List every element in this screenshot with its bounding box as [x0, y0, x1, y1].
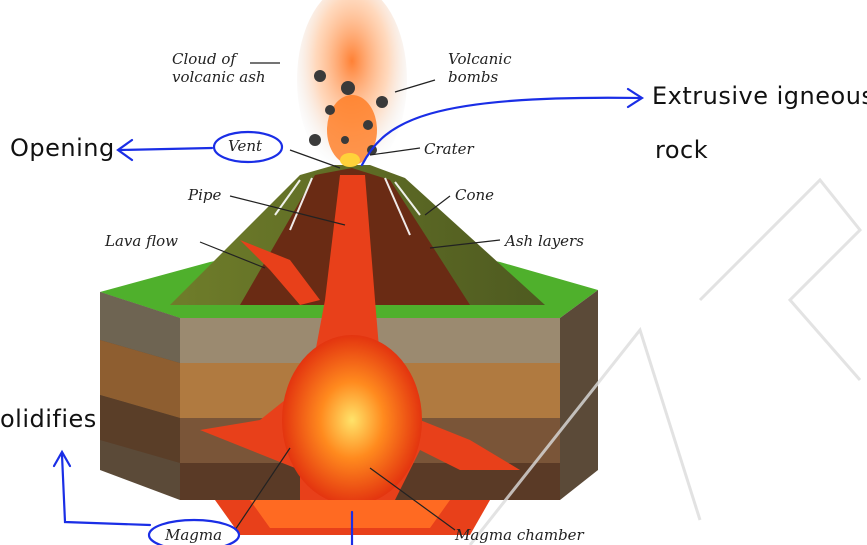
label-pipe: Pipe [188, 186, 221, 204]
label-cone: Cone [455, 186, 494, 204]
label-cloud-of-volcanic-ash-2: volcanic ash [172, 68, 266, 86]
label-crater: Crater [424, 140, 474, 158]
label-magma-chamber: Magma chamber [455, 526, 584, 544]
label-vent: Vent [228, 137, 262, 155]
magma-chamber-glow [282, 335, 422, 505]
label-lava-flow: Lava flow [105, 232, 178, 250]
strata-right-face [560, 290, 598, 500]
opening-arrow [120, 148, 212, 150]
label-cloud-of-volcanic-ash-1: Cloud of [172, 50, 236, 68]
annotation-extrusive-2: rock [655, 136, 708, 164]
annotation-opening: Opening [10, 134, 115, 162]
label-volcanic-bombs-2: bombs [448, 68, 498, 86]
annotation-solidifies: olidifies [0, 405, 97, 433]
label-volcanic-bombs-1: Volcanic [448, 50, 512, 68]
label-ash-layers: Ash layers [505, 232, 584, 250]
annotation-extrusive-1: Extrusive igneous [652, 82, 867, 110]
crater-glow [340, 153, 360, 167]
label-magma: Magma [165, 526, 222, 544]
